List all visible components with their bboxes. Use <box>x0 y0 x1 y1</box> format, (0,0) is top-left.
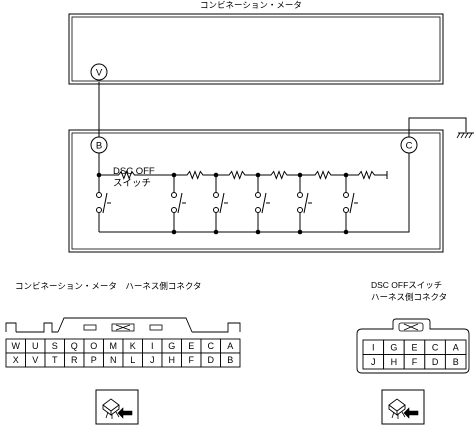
connector-pin: G <box>383 339 405 355</box>
terminal-c: C <box>400 136 418 154</box>
connector-view-icon-right <box>381 389 425 425</box>
svg-text:A: A <box>227 341 233 351</box>
switch-contact <box>171 175 186 235</box>
meter-title: コンビネーション・メータ <box>200 0 302 10</box>
connector-pin: I <box>362 339 385 355</box>
dsc-connector: I G E C A J H F D B <box>356 318 470 374</box>
terminal-v: V <box>90 63 108 81</box>
connector-pin: A <box>444 339 467 355</box>
svg-text:M: M <box>110 341 118 351</box>
connector-pin: M <box>103 338 124 354</box>
meter-connector-title: コンビネーション・メータ ハーネス側コネクタ <box>15 281 202 291</box>
connector-pin: D <box>424 354 446 370</box>
resistor-ladder <box>96 170 388 180</box>
svg-text:N: N <box>110 355 117 365</box>
svg-text:I: I <box>151 341 154 351</box>
svg-text:O: O <box>90 341 97 351</box>
svg-text:K: K <box>130 341 136 351</box>
connector-pin: D <box>200 352 221 368</box>
switch-contact <box>255 175 270 235</box>
switch-contact <box>343 175 358 235</box>
svg-text:B: B <box>227 355 233 365</box>
connector-pin: B <box>444 354 467 370</box>
terminal-v-label: V <box>96 68 103 79</box>
svg-text:S: S <box>52 341 58 351</box>
switch-contacts <box>96 175 358 235</box>
svg-text:G: G <box>390 342 397 352</box>
svg-text:H: H <box>391 357 398 367</box>
svg-text:J: J <box>150 355 155 365</box>
switch-contact <box>297 175 312 235</box>
svg-text:X: X <box>13 355 19 365</box>
connector-pin: W <box>5 338 26 354</box>
connector-pin: E <box>403 339 426 355</box>
svg-text:W: W <box>12 341 21 351</box>
svg-text:C: C <box>432 342 439 352</box>
connector-pin: V <box>25 352 46 368</box>
connector-pin: A <box>220 338 241 354</box>
dsc-connector-title-line2: ハーネス側コネクタ <box>371 292 448 302</box>
connector-pin: J <box>142 352 163 368</box>
connector-pin: U <box>25 338 46 354</box>
dsc-switch-box <box>68 129 444 253</box>
svg-text:P: P <box>91 355 97 365</box>
svg-text:B: B <box>453 357 459 367</box>
connector-pin: F <box>403 354 426 370</box>
dsc-connector-title-line1: DSC OFFスイッチ <box>371 280 443 290</box>
terminal-b-label: B <box>96 141 102 152</box>
meter-connector: W U S Q O M K I G E C A X V T R P N L J H F D B <box>5 317 241 368</box>
connector-pin: H <box>383 354 405 370</box>
svg-text:Q: Q <box>71 341 78 351</box>
connector-pin: H <box>161 352 182 368</box>
connector-pin: L <box>122 352 143 368</box>
svg-text:V: V <box>32 355 38 365</box>
svg-text:U: U <box>32 341 39 351</box>
svg-text:E: E <box>411 342 417 352</box>
connector-pin: B <box>220 352 241 368</box>
switch-contact <box>96 175 111 232</box>
svg-text:E: E <box>188 341 194 351</box>
connector-pin: P <box>83 352 104 368</box>
svg-text:C: C <box>208 341 215 351</box>
svg-text:H: H <box>169 355 176 365</box>
combination-meter-box <box>68 13 444 85</box>
connector-pin: C <box>200 338 221 354</box>
connector-pin: K <box>122 338 143 354</box>
svg-text:F: F <box>412 357 418 367</box>
ground-icon <box>456 132 474 139</box>
svg-text:T: T <box>52 355 58 365</box>
connector-pin: F <box>181 352 202 368</box>
svg-text:R: R <box>71 355 78 365</box>
switch-label-line1: DSC OFF <box>113 166 155 177</box>
bottom-rail <box>99 153 410 233</box>
connector-pin: Q <box>64 338 85 354</box>
switch-contact <box>213 175 228 235</box>
svg-text:D: D <box>432 357 439 367</box>
connector-pin: G <box>161 338 182 354</box>
wire-c-to-ground <box>408 117 467 137</box>
svg-text:F: F <box>189 355 195 365</box>
connector-pin: O <box>83 338 104 354</box>
svg-text:I: I <box>372 342 375 352</box>
connector-pin: J <box>362 354 385 370</box>
connector-pin: I <box>142 338 163 354</box>
connector-pin: N <box>103 352 124 368</box>
svg-text:D: D <box>208 355 215 365</box>
svg-text:A: A <box>453 342 459 352</box>
connector-pin: R <box>64 352 85 368</box>
terminal-c-label: C <box>406 141 413 152</box>
connector-pin: E <box>181 338 202 354</box>
connector-pin: T <box>44 352 65 368</box>
svg-text:J: J <box>371 357 376 367</box>
connector-pin: S <box>44 338 65 354</box>
connector-pin: X <box>5 352 26 368</box>
terminal-b: B <box>90 136 108 154</box>
connector-pin: C <box>424 339 446 355</box>
switch-label-line2: スイッチ <box>113 178 151 189</box>
svg-text:G: G <box>168 341 175 351</box>
connector-view-icon-left <box>95 389 139 425</box>
svg-text:L: L <box>130 355 135 365</box>
